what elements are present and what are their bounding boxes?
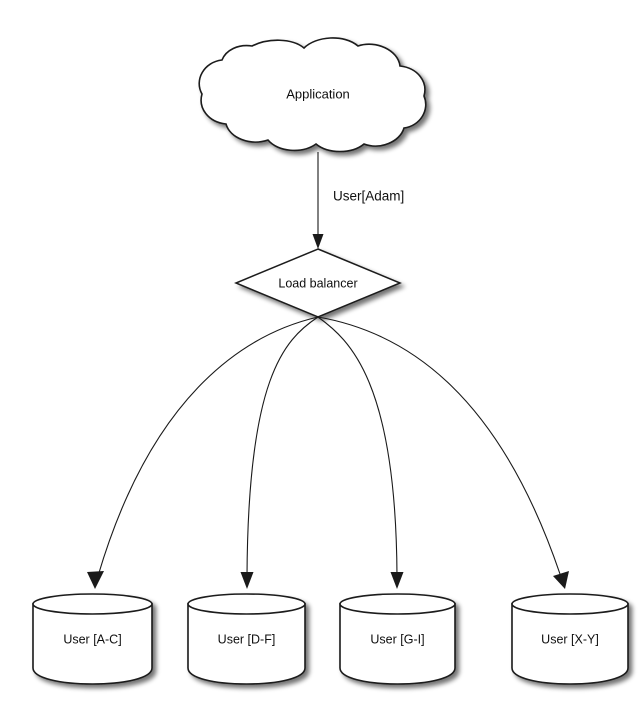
cloud-shape (198, 37, 427, 153)
database-cylinder (32, 603, 153, 685)
cylinder-top-ellipse (32, 593, 153, 615)
edge-label-user-adam: User[Adam] (333, 189, 404, 204)
arrow-head-icon (87, 571, 104, 589)
database-4-label: User [X-Y] (541, 632, 599, 646)
arrow-head-icon (553, 571, 569, 589)
cylinder-top-ellipse (511, 593, 629, 615)
database-cylinder (187, 603, 306, 685)
edge-curve (317, 316, 398, 577)
node-database-1[interactable]: User [A-C] (32, 593, 153, 685)
database-1-label: User [A-C] (63, 632, 121, 646)
cylinder-top-ellipse (187, 593, 306, 615)
edge-curve (246, 316, 319, 577)
node-database-3[interactable]: User [G-I] (339, 593, 456, 685)
edge-load-balancer-to-db-3 (317, 316, 404, 589)
edge-curve (317, 316, 561, 575)
arrow-head-icon (240, 572, 254, 589)
node-database-4[interactable]: User [X-Y] (511, 593, 629, 685)
node-database-2[interactable]: User [D-F] (187, 593, 306, 685)
edge-application-to-load-balancer: User[Adam] (312, 152, 404, 249)
node-load-balancer[interactable]: Load balancer (234, 248, 402, 318)
cylinder-top-ellipse (339, 593, 456, 615)
edge-load-balancer-to-db-1 (87, 316, 319, 589)
node-application[interactable]: Application (198, 37, 427, 153)
edge-load-balancer-to-db-2 (240, 316, 319, 589)
edge-curve (97, 316, 319, 577)
database-3-label: User [G-I] (370, 632, 424, 646)
database-cylinder (339, 603, 456, 685)
arrow-head-icon (390, 572, 404, 589)
load-balancer-label: Load balancer (278, 276, 357, 290)
edge-load-balancer-to-db-4 (317, 316, 569, 589)
application-label: Application (286, 86, 350, 101)
arrow-head-icon (312, 234, 324, 249)
database-cylinder (511, 603, 629, 685)
database-2-label: User [D-F] (218, 632, 276, 646)
